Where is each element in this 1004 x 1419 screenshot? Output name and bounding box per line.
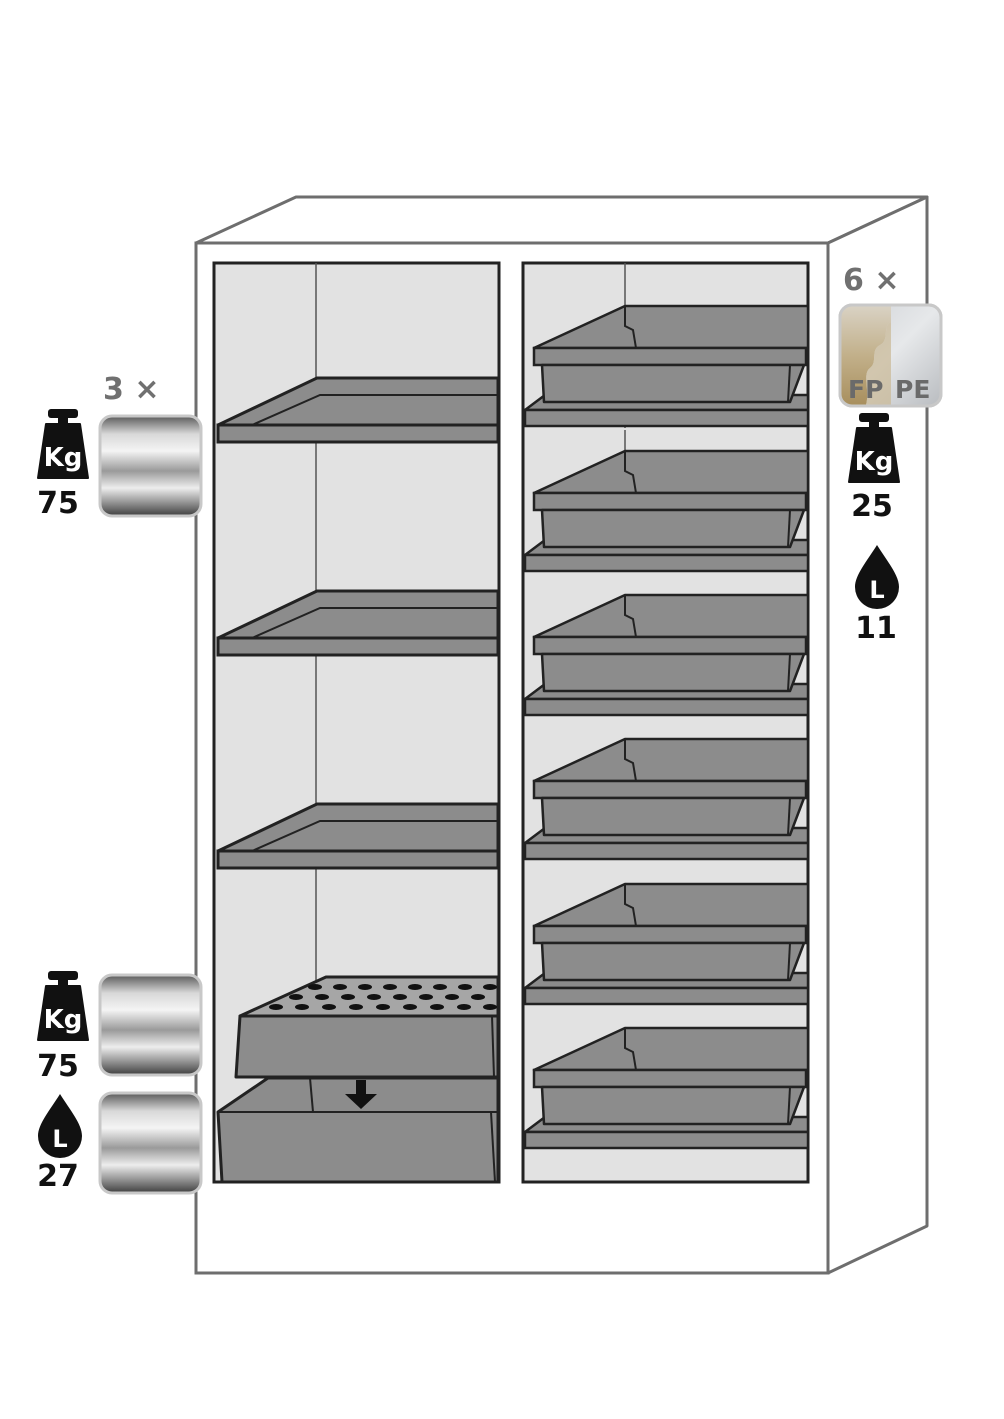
volume-value-label: 27 bbox=[37, 1159, 79, 1194]
perforated-insert bbox=[234, 975, 500, 1079]
shelf bbox=[216, 376, 500, 444]
liquid-drop-icon bbox=[855, 545, 899, 609]
steel-insert-swatch bbox=[98, 1091, 203, 1195]
bottom-sump bbox=[216, 1076, 500, 1184]
tray bbox=[523, 737, 810, 861]
volume-unit-label: L bbox=[52, 1125, 67, 1153]
weight-icon bbox=[37, 409, 89, 479]
liquid-drop-icon bbox=[38, 1094, 82, 1158]
tray bbox=[523, 882, 810, 1006]
steel-sump-swatch bbox=[98, 973, 203, 1077]
weight-unit-label: Kg bbox=[44, 1005, 83, 1035]
right-compartment bbox=[521, 261, 810, 1184]
tray bbox=[523, 1026, 810, 1150]
left-compartment bbox=[212, 261, 501, 1184]
volume-unit-label: L bbox=[869, 576, 884, 604]
weight-icon bbox=[848, 413, 900, 483]
weight-icon bbox=[37, 971, 89, 1041]
shelf-count-label: 3 × bbox=[103, 372, 159, 407]
tray bbox=[523, 304, 810, 428]
material-swatch bbox=[838, 303, 943, 408]
weight-value-label: 75 bbox=[37, 1049, 79, 1084]
weight-value-label: 75 bbox=[37, 486, 79, 521]
steel-shelf-swatch bbox=[98, 414, 203, 518]
weight-unit-label: Kg bbox=[44, 443, 83, 473]
tray-count-label: 6 × bbox=[843, 263, 899, 298]
material-label-pe: PE bbox=[895, 375, 930, 404]
weight-unit-label: Kg bbox=[855, 447, 894, 477]
shelf bbox=[216, 589, 500, 657]
shelf bbox=[216, 802, 500, 870]
tray bbox=[523, 449, 810, 573]
tray bbox=[523, 593, 810, 717]
material-label-fp: FP bbox=[848, 375, 883, 404]
volume-value-label: 11 bbox=[855, 611, 897, 646]
weight-value-label: 25 bbox=[851, 489, 893, 524]
arrow-down-icon bbox=[345, 1080, 377, 1109]
